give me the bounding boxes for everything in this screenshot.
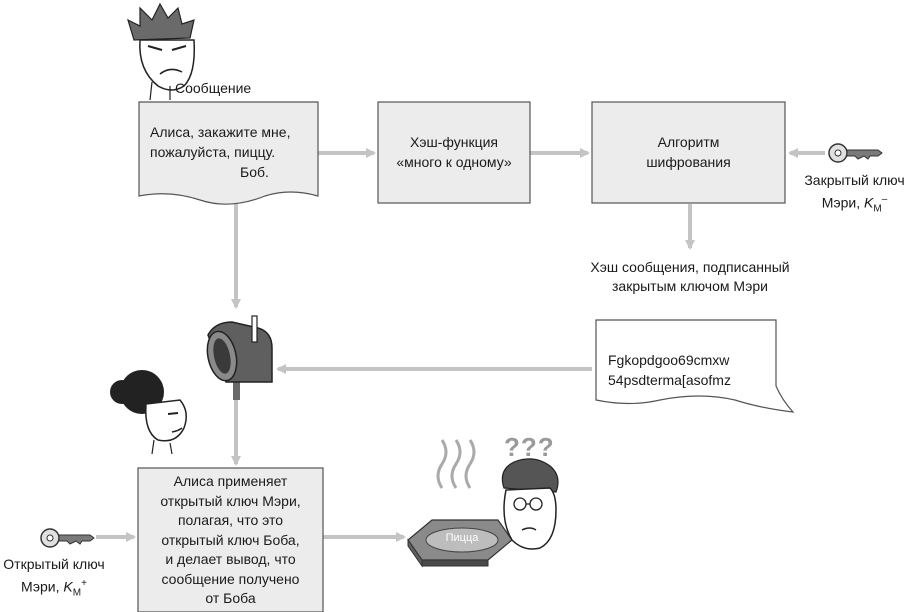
- signed-line-2: 54psdterma[asofmz: [608, 372, 731, 388]
- pizza-label: Пицца: [445, 532, 479, 544]
- hash-line-1: Хэш-функция: [409, 134, 498, 150]
- private-key-owner: Мэри,: [821, 194, 861, 211]
- signed-hash-line-2: закрытым ключом Мэри: [612, 278, 768, 294]
- message-line-3: Боб.: [240, 164, 269, 180]
- message-line-2: пожалуйста, пиццу.: [150, 144, 276, 160]
- private-key-symbol: K: [864, 194, 874, 211]
- public-key-label: Открытый ключ Мэри, KM+: [0, 555, 108, 602]
- encryption-box: [591, 101, 786, 204]
- public-key-icon: [40, 528, 95, 548]
- pizza-icon: [407, 439, 513, 568]
- alice-line-3: полагая, что это: [177, 512, 284, 528]
- message-line-1: Алиса, закажите мне,: [150, 124, 291, 140]
- alice-line-1: Алиса применяет: [173, 473, 288, 489]
- public-key-owner: Мэри,: [21, 578, 60, 595]
- encrypt-line-2: шифрования: [646, 154, 731, 170]
- alice-box: [137, 467, 324, 612]
- public-key-line-2: Мэри, KM+: [0, 574, 108, 602]
- private-key-icon: [828, 143, 883, 163]
- private-key-superscript: –: [881, 194, 888, 205]
- message-text: Алиса, закажите мне, пожалуйста, пиццу. …: [150, 122, 316, 182]
- alice-line-2: открытый ключ Мэри,: [160, 492, 301, 509]
- alice-face-icon: [110, 370, 187, 455]
- alice-text: Алиса применяет открытый ключ Мэри, пола…: [138, 472, 323, 609]
- private-key-subscript: M: [873, 203, 882, 215]
- signed-hash-line-1: Хэш сообщения, подписанный: [590, 259, 790, 275]
- signed-hash-text: Fgkopdgoo69cmxw 54psdterma[asofmz: [608, 350, 776, 390]
- message-document: [138, 101, 319, 205]
- question-marks: ???: [504, 432, 555, 462]
- public-key-subscript: M: [72, 587, 82, 599]
- bob-face-icon: [127, 2, 196, 101]
- message-label: Сообщение: [175, 80, 252, 96]
- alice-line-5: и делает вывод, что: [165, 551, 296, 567]
- public-key-superscript: +: [81, 578, 87, 589]
- alice-line-7: от Боба: [205, 590, 256, 606]
- signed-line-1: Fgkopdgoo69cmxw: [608, 352, 730, 368]
- hash-function-text: Хэш-функция «много к одному»: [378, 132, 530, 172]
- hash-line-2: «много к одному»: [396, 154, 512, 170]
- private-key-line-2: Мэри, KM–: [795, 190, 914, 218]
- hash-function-box: [377, 101, 531, 204]
- alice-line-6: сообщение получено: [161, 570, 300, 587]
- signed-hash-document: [595, 319, 795, 413]
- mailbox-icon: [206, 315, 273, 400]
- signed-hash-label: Хэш сообщения, подписанный закрытым ключ…: [560, 258, 820, 296]
- public-key-line-1: Открытый ключ: [3, 556, 105, 572]
- alice-line-4: открытый ключ Боба,: [161, 531, 300, 548]
- public-key-symbol: K: [63, 578, 73, 595]
- encryption-text: Алгоритм шифрования: [592, 132, 785, 172]
- encrypt-line-1: Алгоритм: [657, 134, 720, 150]
- private-key-label: Закрытый ключ Мэри, KM–: [795, 171, 914, 218]
- confused-bob-face-icon: [501, 458, 559, 550]
- private-key-line-1: Закрытый ключ: [804, 172, 905, 188]
